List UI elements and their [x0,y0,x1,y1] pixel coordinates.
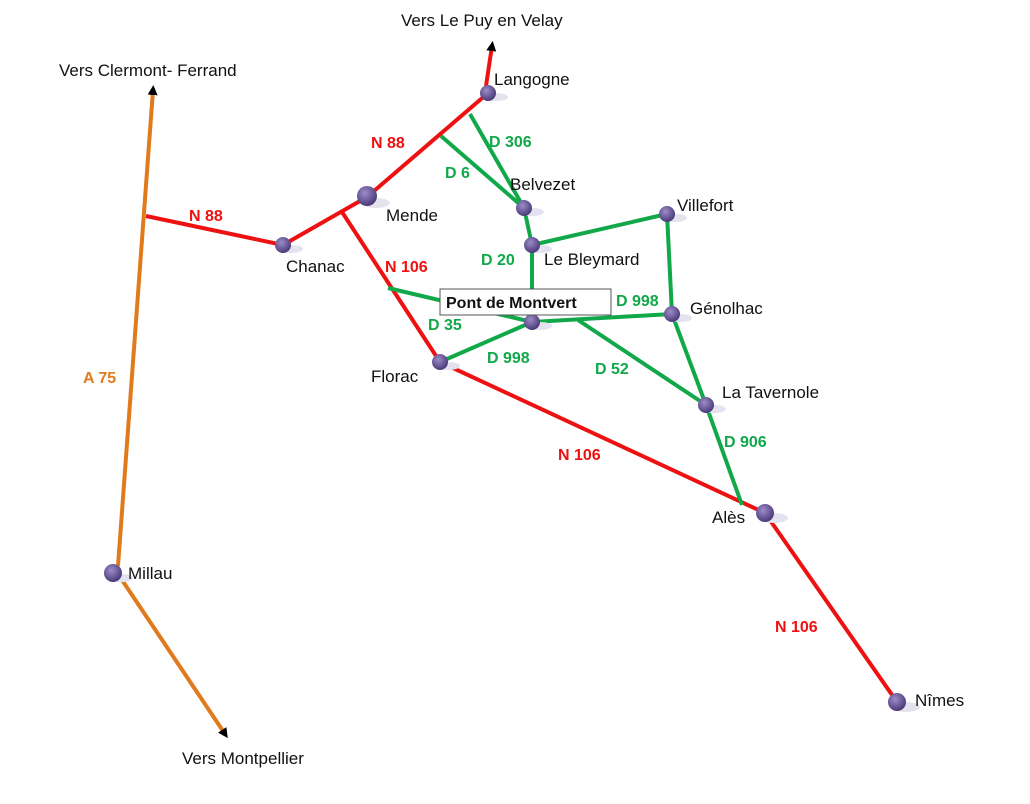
town-label-le-bleymard: Le Bleymard [544,250,639,269]
node-le-bleymard [524,237,552,253]
road-label-d998-south: D 998 [487,350,530,367]
road-label-n106-mende-florac: N 106 [385,259,428,276]
town-label-nimes: Nîmes [915,691,964,710]
town-label-langogne: Langogne [494,70,570,89]
road-label-n106-ales-nimes: N 106 [775,619,818,636]
town-label-pont-de-montvert-box: Pont de Montvert [439,288,612,316]
node-genolhac [664,306,692,322]
road-n88-a75-chanac [145,214,284,247]
road-n106-ales-nimes [763,511,899,704]
town-label-la-tavernole: La Tavernole [722,383,819,402]
town-label-pont-de-montvert: Pont de Montvert [446,295,577,312]
town-label-belvezet: Belvezet [510,175,575,194]
node-langogne [480,85,508,101]
road-d906 [704,404,744,506]
road-label-d20: D 20 [481,252,515,269]
town-label-genolhac: Génolhac [690,299,763,318]
road-label-d906: D 906 [724,434,767,451]
town-label-chanac: Chanac [286,257,345,276]
town-labels: Langogne Mende Chanac Belvezet Villefort… [128,70,964,710]
road-n88-chanac-mende [282,195,368,247]
road-bleymard-villefort [531,212,668,247]
town-label-mende: Mende [386,206,438,225]
road-d998-pont-genolhac [531,312,673,324]
road-label-d6: D 6 [445,165,470,182]
node-nimes [888,693,920,712]
road-n88-mende-langogne [365,91,490,199]
node-pont-de-montvert [524,314,552,330]
road-n106-florac-ales [439,360,766,515]
town-label-millau: Millau [128,564,172,583]
destination-labels: Vers Le Puy en Velay Vers Clermont- Ferr… [59,11,563,768]
road-label-a75: A 75 [83,370,116,387]
motorway-roads [116,85,228,739]
town-nodes [104,85,920,712]
node-la-tavernole [698,397,726,413]
road-label-n106-florac-ales: N 106 [558,447,601,464]
road-d306 [468,113,526,209]
road-a75-south [120,578,228,739]
node-millau [104,564,133,582]
road-a75-north [116,85,158,567]
destination-northwest-label: Vers Clermont- Ferrand [59,61,237,80]
node-chanac [275,237,303,253]
road-n88-north [484,41,497,87]
road-d998-pont-florac [439,320,533,364]
road-d6 [439,134,526,210]
town-label-villefort: Villefort [677,196,734,215]
road-villefort-genolhac [665,213,674,315]
road-label-d998-north: D 998 [616,293,659,310]
road-label-d35: D 35 [428,317,462,334]
destination-north-label: Vers Le Puy en Velay [401,11,563,30]
town-label-ales: Alès [712,508,745,527]
departmental-roads [387,113,744,506]
road-label-n88-mende-langogne: N 88 [371,135,405,152]
road-label-d52: D 52 [595,361,629,378]
node-villefort [659,206,687,222]
road-label-n88-chanac: N 88 [189,208,223,225]
node-florac [432,354,460,370]
road-labels: N 88 N 88 N 106 N 106 N 106 A 75 D 306 D… [83,134,818,636]
road-label-d306: D 306 [489,134,532,151]
road-genolhac-tavernole [670,313,708,406]
node-belvezet [516,200,544,216]
node-mende [357,186,390,208]
destination-south-label: Vers Montpellier [182,749,304,768]
town-label-florac: Florac [371,367,419,386]
node-ales [756,504,788,523]
road-d52 [576,318,708,407]
